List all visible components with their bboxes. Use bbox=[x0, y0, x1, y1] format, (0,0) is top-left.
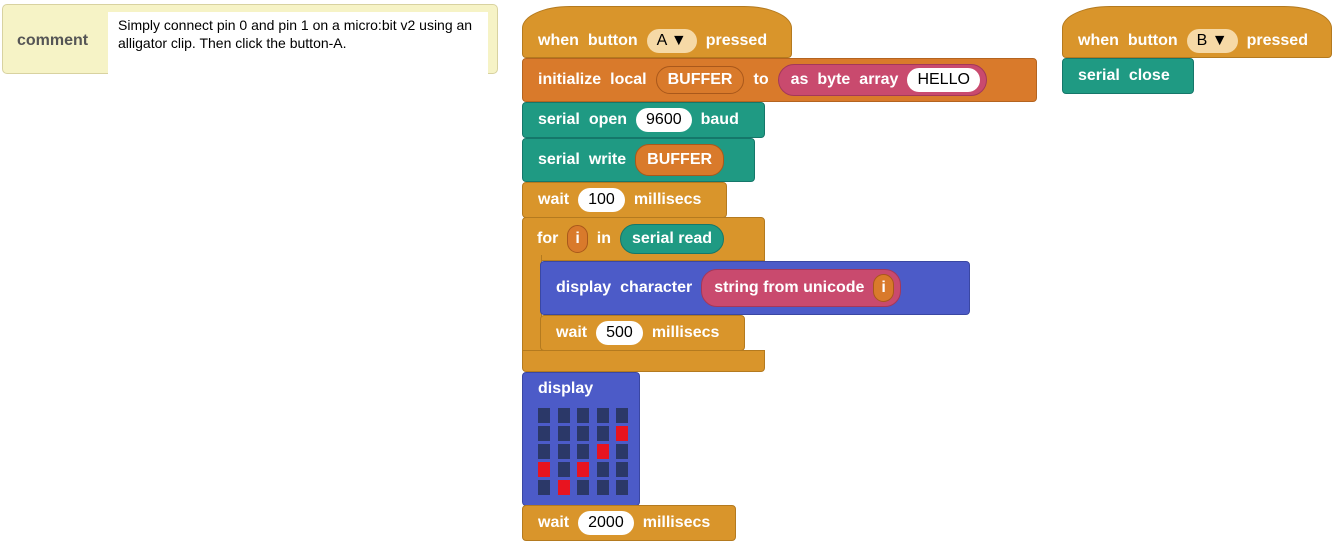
led-cell[interactable] bbox=[596, 444, 609, 459]
when-button-b-pressed-hat[interactable]: when button B ▼ pressed bbox=[1062, 6, 1332, 58]
block-word: display bbox=[556, 279, 612, 296]
block-word: wait bbox=[538, 514, 570, 531]
loop-variable-i[interactable]: i bbox=[873, 274, 894, 302]
display-led-block[interactable]: display bbox=[522, 372, 640, 506]
block-word: as bbox=[790, 71, 809, 88]
block-word: array bbox=[859, 71, 899, 88]
led-cell[interactable] bbox=[616, 444, 628, 459]
led-cell[interactable] bbox=[538, 462, 550, 477]
block-word: local bbox=[610, 71, 647, 88]
block-word: in bbox=[596, 230, 611, 247]
hat-word: when bbox=[1078, 32, 1119, 49]
block-word: millisecs bbox=[651, 324, 720, 341]
led-cell[interactable] bbox=[616, 480, 628, 495]
button-b-dropdown[interactable]: B ▼ bbox=[1186, 29, 1238, 53]
display-character-block[interactable]: display character string from unicode i bbox=[540, 261, 970, 315]
led-cell[interactable] bbox=[557, 444, 570, 459]
hat-word: pressed bbox=[705, 32, 768, 49]
block-word: baud bbox=[700, 111, 739, 128]
hello-input[interactable]: HELLO bbox=[907, 68, 980, 92]
wait-500-block[interactable]: wait 500 millisecs bbox=[540, 315, 745, 351]
led-cell[interactable] bbox=[557, 408, 570, 423]
led-cell[interactable] bbox=[596, 408, 609, 423]
hat-word: when bbox=[538, 32, 579, 49]
block-word: initialize bbox=[538, 71, 602, 88]
hat-word: button bbox=[587, 32, 638, 49]
block-word: close bbox=[1128, 67, 1170, 84]
serial-close-block[interactable]: serial close bbox=[1062, 58, 1194, 94]
for-loop-footer bbox=[522, 350, 765, 372]
block-word: serial bbox=[1078, 67, 1120, 84]
led-cell[interactable] bbox=[616, 462, 628, 477]
serial-open-block[interactable]: serial open 9600 baud bbox=[522, 102, 765, 138]
led-cell[interactable] bbox=[616, 408, 628, 423]
wait-input[interactable]: 500 bbox=[596, 321, 643, 345]
buffer-variable[interactable]: BUFFER bbox=[655, 66, 745, 94]
loop-variable-i[interactable]: i bbox=[567, 225, 588, 253]
led-cell[interactable] bbox=[557, 480, 570, 495]
led-cell[interactable] bbox=[577, 480, 589, 495]
block-word: serial bbox=[538, 111, 580, 128]
led-cell[interactable] bbox=[616, 426, 628, 441]
wait-input[interactable]: 100 bbox=[578, 188, 625, 212]
button-a-dropdown[interactable]: A ▼ bbox=[646, 29, 697, 53]
hat-word: button bbox=[1127, 32, 1178, 49]
led-cell[interactable] bbox=[577, 408, 589, 423]
serial-write-block[interactable]: serial write BUFFER bbox=[522, 138, 755, 182]
comment-text[interactable]: Simply connect pin 0 and pin 1 on a micr… bbox=[108, 12, 488, 74]
hat-word: pressed bbox=[1246, 32, 1308, 49]
initialize-local-block[interactable]: initialize local BUFFER to as byte array… bbox=[522, 58, 1037, 102]
buffer-variable[interactable]: BUFFER bbox=[635, 144, 725, 176]
led-cell[interactable] bbox=[538, 408, 550, 423]
for-loop-label: for i in serial read bbox=[522, 217, 733, 261]
wait-input[interactable]: 2000 bbox=[578, 511, 634, 535]
display-label: display bbox=[538, 380, 594, 397]
led-cell[interactable] bbox=[596, 480, 609, 495]
led-cell[interactable] bbox=[538, 480, 550, 495]
led-cell[interactable] bbox=[577, 462, 589, 477]
baud-input[interactable]: 9600 bbox=[636, 108, 692, 132]
string-from-unicode-reporter[interactable]: string from unicode i bbox=[701, 269, 901, 307]
led-cell[interactable] bbox=[596, 426, 609, 441]
comment-block[interactable]: comment Simply connect pin 0 and pin 1 o… bbox=[2, 4, 498, 74]
block-word: to bbox=[753, 71, 769, 88]
block-word: millisecs bbox=[633, 191, 702, 208]
block-word: for bbox=[537, 230, 559, 247]
wait-100-block[interactable]: wait 100 millisecs bbox=[522, 182, 727, 218]
block-word: serial bbox=[538, 151, 580, 168]
comment-label: comment bbox=[17, 32, 89, 49]
block-word: millisecs bbox=[642, 514, 711, 531]
as-byte-array-reporter[interactable]: as byte array HELLO bbox=[777, 64, 987, 96]
block-word: write bbox=[588, 151, 627, 168]
block-word: wait bbox=[556, 324, 588, 341]
block-word: open bbox=[588, 111, 628, 128]
serial-read-reporter[interactable]: serial read bbox=[620, 224, 725, 254]
led-cell[interactable] bbox=[557, 426, 570, 441]
led-cell[interactable] bbox=[577, 444, 589, 459]
led-cell[interactable] bbox=[596, 462, 609, 477]
block-word: wait bbox=[538, 191, 570, 208]
led-cell[interactable] bbox=[538, 426, 550, 441]
led-cell[interactable] bbox=[557, 462, 570, 477]
when-button-a-pressed-hat[interactable]: when button A ▼ pressed bbox=[522, 6, 792, 58]
led-cell[interactable] bbox=[538, 444, 550, 459]
block-word: character bbox=[620, 279, 693, 296]
led-cell[interactable] bbox=[577, 426, 589, 441]
for-loop-arm bbox=[522, 255, 542, 355]
block-word: byte bbox=[817, 71, 851, 88]
wait-2000-block[interactable]: wait 2000 millisecs bbox=[522, 505, 736, 541]
block-word: string from unicode bbox=[714, 279, 865, 296]
